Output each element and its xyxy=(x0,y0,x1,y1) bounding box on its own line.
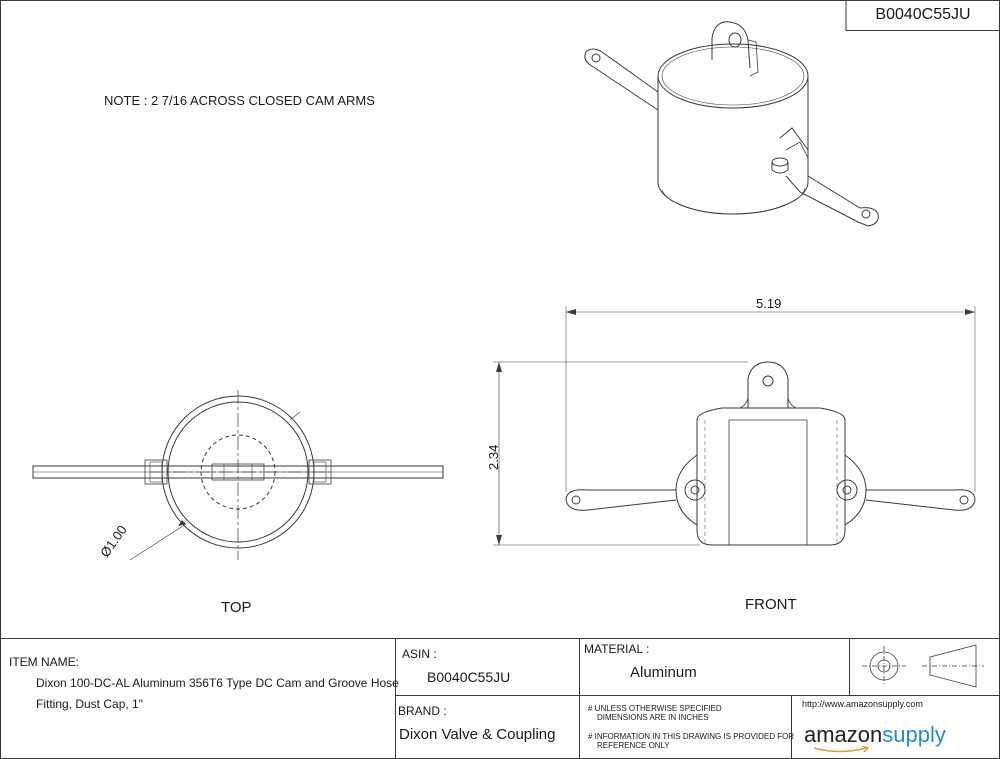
part-number-box xyxy=(845,0,1000,31)
note-text: NOTE : 2 7/16 ACROSS CLOSED CAM ARMS xyxy=(104,93,375,108)
material-value: Aluminum xyxy=(630,664,697,681)
height-dimension: 2.34 xyxy=(486,444,501,470)
item-name-line-2: Fitting, Dust Cap, 1" xyxy=(36,697,143,711)
dimension-note-line-1: # UNLESS OTHERWISE SPECIFIED xyxy=(588,704,722,713)
brand-value: Dixon Valve & Coupling xyxy=(399,726,556,743)
front-view-label: FRONT xyxy=(745,596,797,613)
front-view xyxy=(493,306,976,546)
logo-supply-text: supply xyxy=(882,722,946,747)
projection-symbol xyxy=(862,644,984,688)
part-number: B0040C55JU xyxy=(875,6,971,23)
item-name-label: ITEM NAME: xyxy=(9,655,80,669)
top-view-label: TOP xyxy=(221,599,252,616)
amazon-smile-icon xyxy=(813,746,870,753)
reference-note-line-1: # INFORMATION IN THIS DRAWING IS PROVIDE… xyxy=(588,732,795,741)
website-link[interactable]: http://www.amazonsupply.com xyxy=(802,699,923,709)
isometric-view xyxy=(584,21,879,227)
asin-value: B0040C55JU xyxy=(427,669,511,685)
brand-label: BRAND : xyxy=(398,704,447,718)
item-name-line-1: Dixon 100-DC-AL Aluminum 356T6 Type DC C… xyxy=(36,676,399,690)
asin-label: ASIN : xyxy=(402,647,437,661)
reference-note-line-2: REFERENCE ONLY xyxy=(597,741,670,750)
material-label: MATERIAL : xyxy=(584,642,650,656)
width-dimension: 5.19 xyxy=(756,296,782,311)
amazonsupply-logo: amazonsupply xyxy=(804,722,946,753)
logo-amazon-text: amazon xyxy=(804,722,883,747)
top-view xyxy=(32,390,444,561)
dimension-note-line-2: DIMENSIONS ARE IN INCHES xyxy=(597,713,709,722)
